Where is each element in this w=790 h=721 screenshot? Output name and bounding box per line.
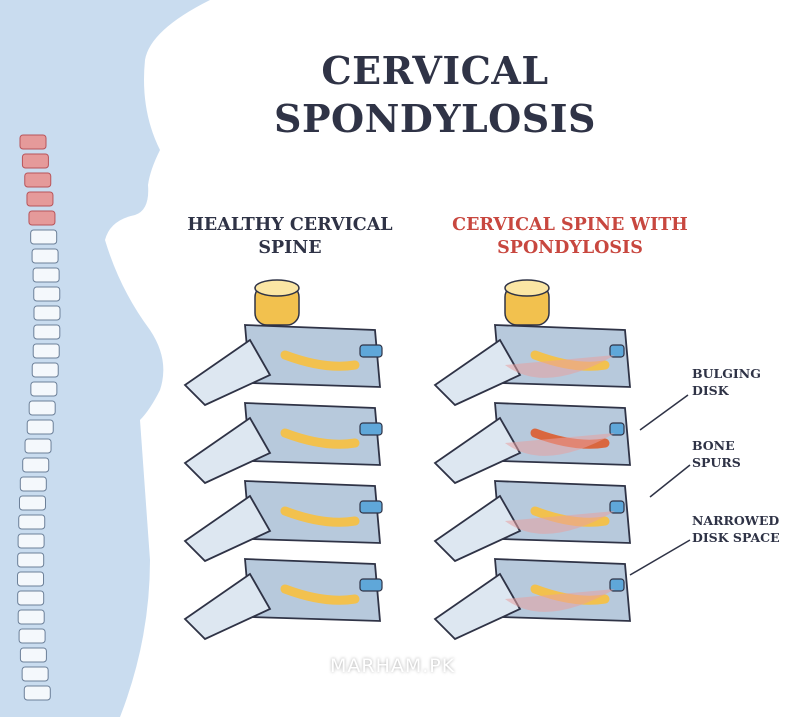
side-vertebra [23,685,51,701]
callout-spurs-line-1: BONE [692,438,735,453]
title-line-2: SPONDYLOSIS [274,96,596,141]
nerve-root [280,584,360,605]
side-vertebra [26,419,54,435]
vertebra-process [183,338,272,407]
side-vertebra [17,552,45,568]
side-vertebra [22,457,50,473]
callout-bulging-line-2: DISK [692,383,729,398]
callout-bone-spurs: BONE SPURS [692,437,741,471]
side-vertebra [31,362,59,378]
bulging-disk-pointer [639,394,689,431]
nerve-root [280,350,360,371]
spinal-cord-top [504,279,550,297]
vertebra-process [183,572,272,641]
side-vertebra [17,590,45,606]
side-vertebra [33,324,61,340]
spondylosis-spine-drawing [433,279,631,641]
side-vertebra [19,476,47,492]
intervertebral-disk [359,500,383,514]
side-vertebra [28,400,56,416]
healthy-label-line-1: HEALTHY CERVICAL [187,215,393,235]
vertebra-process [433,572,522,641]
page-title: CERVICAL SPONDYLOSIS [250,52,620,138]
intervertebral-disk [609,578,625,592]
spondylosis-label-line-2: SPONDYLOSIS [497,238,643,258]
nerve-root [280,428,360,449]
vertebra-process [433,494,522,563]
side-vertebra [18,514,46,530]
vertebra-process [433,416,522,485]
side-vertebra [18,628,46,644]
spondylosis-label-line-1: CERVICAL SPINE WITH [452,215,688,235]
side-vertebra [26,191,54,207]
side-vertebra [33,305,61,321]
side-vertebra [17,609,45,625]
callout-spurs-line-2: SPURS [692,455,741,470]
vertebra-process [433,338,522,407]
intervertebral-disk [609,500,625,514]
side-vertebra [19,647,47,663]
inflamed-area [505,433,615,456]
intervertebral-disk [609,344,625,358]
side-vertebra [30,229,58,245]
side-vertebra [30,381,58,397]
inflamed-area [505,355,615,378]
intervertebral-disk [609,422,625,436]
side-vertebra [28,210,56,226]
nerve-root [280,506,360,527]
bone-spurs-pointer [649,464,691,498]
spinal-cord-top [254,279,300,297]
vertebra-process [183,416,272,485]
watermark: MARHAM.PK [330,655,456,677]
inflamed-area [505,589,615,612]
healthy-label-line-2: SPINE [258,238,322,258]
callout-narrowed-line-1: NARROWED [692,513,780,528]
side-vertebra [21,666,49,682]
intervertebral-disk [359,578,383,592]
callout-narrowed-disk-space: NARROWED DISK SPACE [692,512,780,546]
side-vertebra [31,248,59,264]
side-vertebra [24,438,52,454]
callout-bulging-line-1: BULGING [692,366,761,381]
title-line-1: CERVICAL [321,48,549,93]
side-vertebra [33,286,61,302]
callout-narrowed-line-2: DISK SPACE [692,530,780,545]
side-vertebra [19,134,47,150]
side-spine [17,134,61,701]
side-vertebra [17,533,45,549]
side-vertebra [21,153,49,169]
side-vertebra [18,495,46,511]
inflamed-area [505,511,615,534]
callout-bulging-disk: BULGING DISK [692,365,761,399]
narrowed-disk-pointer [629,539,691,576]
intervertebral-disk [359,422,383,436]
body-silhouette [0,0,210,717]
healthy-spine-label: HEALTHY CERVICAL SPINE [170,214,410,260]
intervertebral-disk [359,344,383,358]
side-vertebra [32,267,60,283]
spondylosis-spine-label: CERVICAL SPINE WITH SPONDYLOSIS [430,214,710,260]
healthy-spine-drawing [183,279,383,641]
vertebra-process [183,494,272,563]
side-vertebra [32,343,60,359]
side-vertebra [17,571,45,587]
side-vertebra [24,172,52,188]
